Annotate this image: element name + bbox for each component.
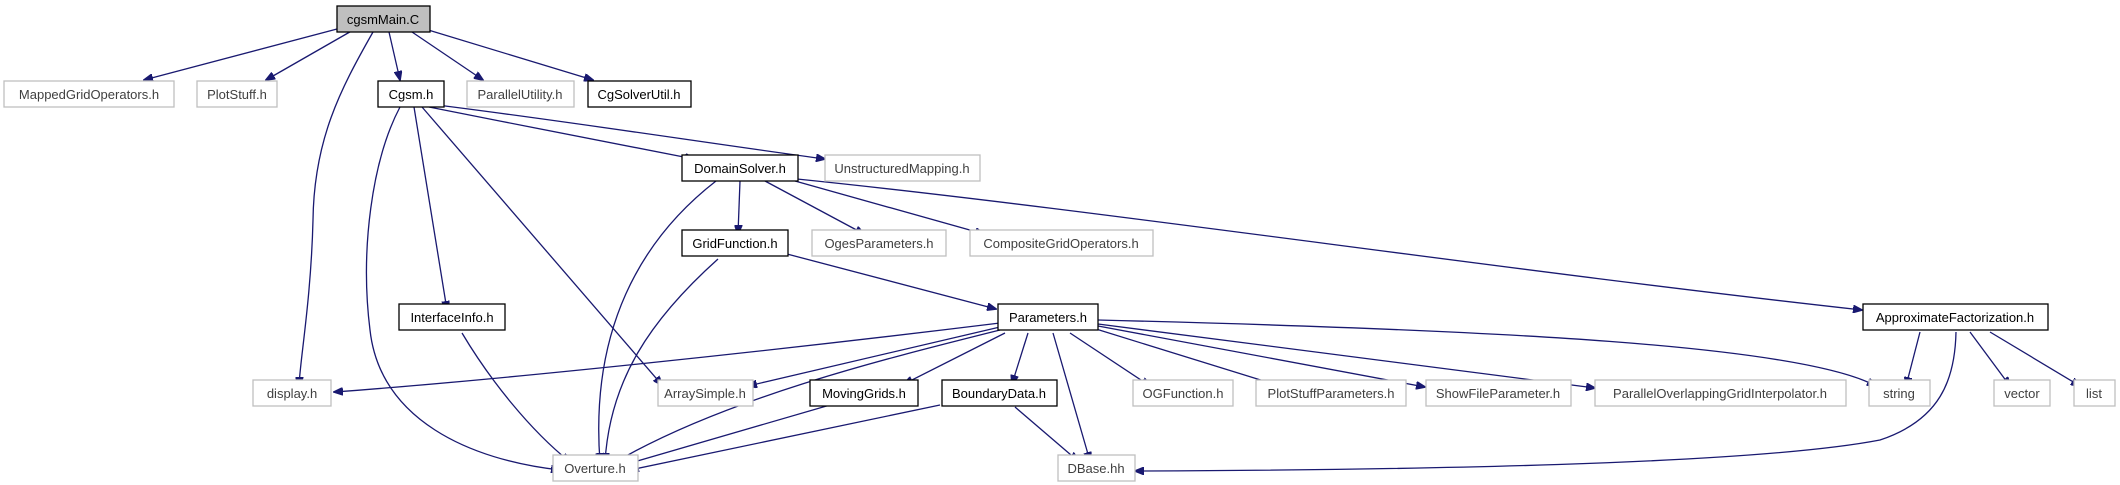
- edge-root-cgsm: [388, 31, 400, 80]
- edge-cgsm-domainsolver: [428, 106, 694, 159]
- node-label: DBase.hh: [1067, 461, 1124, 476]
- node-string[interactable]: string: [1868, 379, 1931, 407]
- node-label: ShowFileParameter.h: [1436, 386, 1560, 401]
- node-label: ParallelUtility.h: [477, 87, 562, 102]
- edge-domainsolver-gridfunction: [738, 180, 740, 234]
- edge-cgsm-arraysimple: [421, 106, 662, 385]
- edge-parameters-showfileparam: [1097, 325, 1425, 387]
- node-cgsmmain[interactable]: cgsmMain.C: [336, 5, 431, 33]
- nodes: cgsmMain.C MappedGridOperators.h PlotStu…: [3, 5, 2116, 482]
- node-label: cgsmMain.C: [347, 12, 419, 27]
- edge-approxfact-list: [1989, 331, 2080, 386]
- edge-root-plotstuff: [266, 28, 356, 80]
- node-label: OGFunction.h: [1143, 386, 1224, 401]
- node-label: PlotStuffParameters.h: [1268, 386, 1395, 401]
- node-label: GridFunction.h: [692, 236, 777, 251]
- node-vector[interactable]: vector: [1993, 379, 2051, 407]
- edge-approxfact-dbase: [1135, 331, 1957, 471]
- node-cgsolverutil[interactable]: CgSolverUtil.h: [587, 80, 692, 108]
- node-label: MovingGrids.h: [822, 386, 906, 401]
- node-label: display.h: [267, 386, 317, 401]
- edge-boundarydata-overture: [630, 404, 941, 470]
- edge-cgsm-overture: [365, 106, 560, 470]
- edge-parameters-string: [1097, 319, 1876, 386]
- node-label: Parameters.h: [1009, 310, 1087, 325]
- edge-boundarydata-dbase: [1014, 406, 1078, 461]
- node-plotstuffparameters[interactable]: PlotStuffParameters.h: [1255, 379, 1407, 407]
- node-interfaceinfo[interactable]: InterfaceInfo.h: [398, 303, 506, 331]
- edge-parameters-boundarydata: [1012, 332, 1029, 384]
- node-label: UnstructuredMapping.h: [834, 161, 969, 176]
- node-display[interactable]: display.h: [252, 379, 332, 407]
- node-approximatefactorization[interactable]: ApproximateFactorization.h: [1862, 303, 2049, 331]
- node-arraysimple[interactable]: ArraySimple.h: [657, 379, 754, 407]
- node-label: ArraySimple.h: [664, 386, 746, 401]
- edge-domainsolver-overture: [599, 180, 717, 462]
- node-dbase[interactable]: DBase.hh: [1057, 454, 1136, 482]
- node-label: ParallelOverlappingGridInterpolator.h: [1613, 386, 1827, 401]
- node-label: MappedGridOperators.h: [19, 87, 159, 102]
- node-parameters[interactable]: Parameters.h: [997, 303, 1099, 331]
- edge-domainsolver-ogesparams: [764, 180, 864, 234]
- edge-parameters-arraysimple: [748, 326, 1001, 386]
- node-movinggrids[interactable]: MovingGrids.h: [809, 379, 919, 407]
- node-ogesparameters[interactable]: OgesParameters.h: [811, 229, 947, 257]
- node-overture[interactable]: Overture.h: [552, 454, 639, 482]
- node-label: InterfaceInfo.h: [410, 310, 493, 325]
- node-mappedgridoperators[interactable]: MappedGridOperators.h: [3, 80, 175, 108]
- node-label: Overture.h: [564, 461, 625, 476]
- edge-parameters-display: [334, 322, 1001, 392]
- edge-root-mappedgridops: [144, 28, 338, 80]
- edge-movinggrids-overture: [620, 404, 831, 466]
- edge-cgsm-unstructured: [428, 103, 825, 159]
- node-label: list: [2086, 386, 2102, 401]
- node-label: CgSolverUtil.h: [597, 87, 680, 102]
- node-label: Cgsm.h: [389, 87, 434, 102]
- node-plotstuff[interactable]: PlotStuff.h: [196, 80, 278, 108]
- edge-cgsm-interfaceinfo: [413, 106, 447, 310]
- node-ogfunction[interactable]: OGFunction.h: [1132, 379, 1234, 407]
- node-label: CompositeGridOperators.h: [983, 236, 1138, 251]
- node-parallelutility[interactable]: ParallelUtility.h: [466, 80, 575, 108]
- edge-domainsolver-approxfact: [796, 178, 1862, 310]
- node-label: ApproximateFactorization.h: [1876, 310, 2034, 325]
- edge-parameters-parallelovgi: [1097, 323, 1595, 388]
- node-label: DomainSolver.h: [694, 161, 786, 176]
- node-unstructuredmapping[interactable]: UnstructuredMapping.h: [824, 154, 981, 182]
- edges: [144, 28, 2080, 471]
- edge-root-display: [299, 31, 374, 386]
- node-showfileparameter[interactable]: ShowFileParameter.h: [1425, 379, 1572, 407]
- node-domainsolver[interactable]: DomainSolver.h: [681, 154, 799, 182]
- node-boundarydata[interactable]: BoundaryData.h: [941, 379, 1058, 407]
- edge-interfaceinfo-overture: [461, 332, 570, 462]
- node-cgsm[interactable]: Cgsm.h: [377, 80, 445, 108]
- node-label: BoundaryData.h: [952, 386, 1046, 401]
- edge-gridfunction-overture: [605, 258, 719, 462]
- edge-root-cgsolverutil: [424, 28, 593, 80]
- edge-root-parallelutility: [411, 31, 483, 80]
- node-gridfunction[interactable]: GridFunction.h: [681, 229, 789, 257]
- edge-approxfact-string: [1906, 331, 1921, 386]
- edge-parameters-ogfunction: [1069, 332, 1150, 386]
- edge-approxfact-vector: [1969, 331, 2010, 386]
- edge-gridfunction-parameters: [786, 253, 996, 309]
- node-paralleloverlappinggridinterpolator[interactable]: ParallelOverlappingGridInterpolator.h: [1594, 379, 1847, 407]
- node-label: PlotStuff.h: [207, 87, 267, 102]
- edge-parameters-dbase: [1052, 332, 1090, 461]
- node-label: vector: [2004, 386, 2040, 401]
- node-label: OgesParameters.h: [824, 236, 933, 251]
- edge-parameters-overture: [612, 329, 1001, 464]
- edge-parameters-movinggrids: [904, 332, 1006, 384]
- node-compositegridoperators[interactable]: CompositeGridOperators.h: [969, 229, 1154, 257]
- node-list[interactable]: list: [2073, 379, 2116, 407]
- node-label: string: [1883, 386, 1915, 401]
- edge-domainsolver-compositegridops: [794, 180, 984, 234]
- edge-parameters-plotstuffparams: [1095, 328, 1280, 386]
